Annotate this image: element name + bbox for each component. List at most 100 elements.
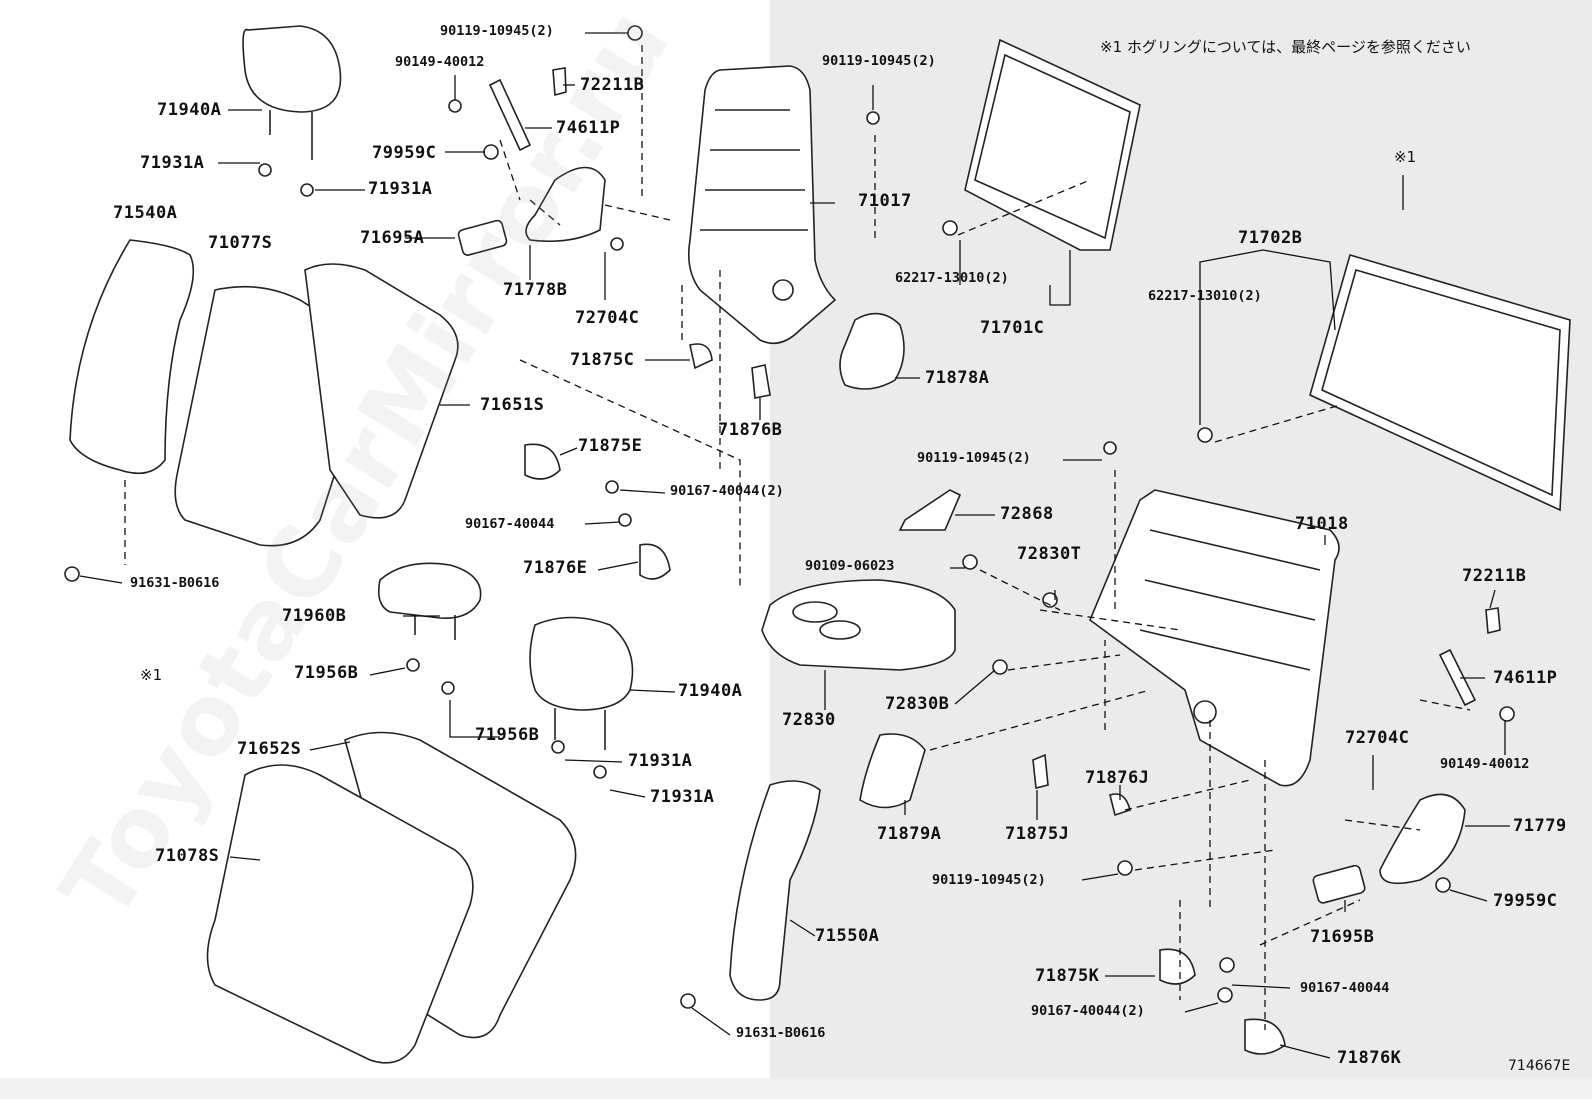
assembly-dashed-lines <box>124 45 1471 1030</box>
callout-label: 71876J <box>1085 768 1150 788</box>
headrest-top-left <box>242 25 342 113</box>
armrest-72830 <box>761 579 956 671</box>
callout-label: 71695B <box>1310 927 1375 947</box>
callout-label: 90167-40044 <box>1300 980 1390 996</box>
callout-label: 71931A <box>628 751 693 771</box>
callout-label: 71876B <box>718 420 783 440</box>
callout-label: 71875J <box>1005 824 1070 844</box>
callout-label: 71017 <box>858 191 912 211</box>
callout-label: 71550A <box>815 926 880 946</box>
callout-label: 71078S <box>155 846 220 866</box>
callout-label: 72830 <box>782 710 836 730</box>
recliner-pivot-lower <box>1193 700 1217 724</box>
callout-label: 74611P <box>1493 668 1558 688</box>
bracket-72868 <box>898 489 962 531</box>
callout-label: ※1 <box>140 666 163 684</box>
callout-label: 72868 <box>1000 504 1054 524</box>
seatback-cover-651 <box>304 263 459 519</box>
headrest-lower <box>529 616 634 711</box>
callout-label: 71876E <box>523 558 588 578</box>
callout-label: 71931A <box>650 787 715 807</box>
callout-label: 71077S <box>208 233 273 253</box>
callout-label: 90119-10945(2) <box>440 23 554 39</box>
callout-label: 72830B <box>885 694 950 714</box>
callout-label: 71876K <box>1337 1048 1402 1068</box>
callout-label: 62217-13010(2) <box>1148 288 1262 304</box>
seatback-cover-078 <box>206 764 474 1064</box>
figure-code: 714667E <box>1508 1058 1571 1074</box>
side-bolster-upper <box>69 239 195 475</box>
callout-label: 71940A <box>157 100 222 120</box>
seat-frame-lower <box>1089 489 1340 787</box>
clip-875c <box>689 343 713 370</box>
callout-label: 71931A <box>140 153 205 173</box>
callout-label: 71651S <box>480 395 545 415</box>
strap-74611p <box>488 78 532 152</box>
cover-71779 <box>1379 793 1466 885</box>
callout-label: ※1 <box>1394 148 1417 166</box>
callout-label: 72830T <box>1017 544 1082 564</box>
callout-label: 72704C <box>575 308 640 328</box>
clip-875e <box>524 443 561 480</box>
callout-label: 71956B <box>294 663 359 683</box>
callout-label: 71701C <box>980 318 1045 338</box>
callout-label: 90167-40044(2) <box>1031 1003 1145 1019</box>
callout-label: 90167-40044(2) <box>670 483 784 499</box>
clip-875j <box>1032 753 1049 789</box>
callout-label: 71960B <box>282 606 347 626</box>
callout-label: 90119-10945(2) <box>822 53 936 69</box>
hinge-cover-778b <box>525 166 606 243</box>
clip-876k <box>1244 1018 1286 1055</box>
callout-label: 79959C <box>372 143 437 163</box>
callout-label: 72211B <box>580 75 645 95</box>
clip-72211b-lower <box>1485 607 1501 635</box>
callout-label: 71779 <box>1513 816 1567 836</box>
clip-875k <box>1159 948 1196 985</box>
clip-876e <box>639 543 671 580</box>
cover-878a <box>839 312 905 390</box>
callout-label: 74611P <box>556 118 621 138</box>
callout-label: 90109-06023 <box>805 558 895 574</box>
bottom-strip <box>0 1078 1592 1099</box>
strap-74611p-lower <box>1438 648 1477 707</box>
leader-lines <box>79 32 1510 1059</box>
callout-label: 71878A <box>925 368 990 388</box>
hog-ring-note: ※1 ホグリングについては、最終ページを参照ください <box>1100 38 1471 56</box>
seat-frame-upper <box>687 65 837 345</box>
callout-label: 72704C <box>1345 728 1410 748</box>
screw-upper <box>627 25 643 41</box>
knob-695a <box>457 219 508 256</box>
callout-label: 71540A <box>113 203 178 223</box>
side-bolster-lower <box>729 780 821 1001</box>
recliner-pivot-upper <box>772 279 794 301</box>
clip-876b <box>751 364 771 399</box>
headrest-960b <box>377 562 482 619</box>
callout-label: 90119-10945(2) <box>917 450 1031 466</box>
callout-label: 90149-40012 <box>1440 756 1530 772</box>
cover-879a <box>859 733 926 809</box>
callout-label: 71875E <box>578 436 643 456</box>
callout-label: 79959C <box>1493 891 1558 911</box>
callout-label: 71875C <box>570 350 635 370</box>
callout-label: 71940A <box>678 681 743 701</box>
callout-label: 71778B <box>503 280 568 300</box>
callout-label: 91631-B0616 <box>130 575 220 591</box>
callout-label: 71879A <box>877 824 942 844</box>
callout-label: 91631-B0616 <box>736 1025 826 1041</box>
callout-label: 71702B <box>1238 228 1303 248</box>
callout-label: 72211B <box>1462 566 1527 586</box>
knob-695b <box>1312 864 1366 904</box>
callout-label: 90149-40012 <box>395 54 485 70</box>
callout-label: 71695A <box>360 228 425 248</box>
callout-label: 71931A <box>368 179 433 199</box>
callout-label: 62217-13010(2) <box>895 270 1009 286</box>
callout-label: 71875K <box>1035 966 1100 986</box>
cup-holder <box>792 601 838 623</box>
clip-72211b-upper <box>552 67 567 97</box>
callout-label: 71956B <box>475 725 540 745</box>
callout-label: 90167-40044 <box>465 516 555 532</box>
callout-label: 90119-10945(2) <box>932 872 1046 888</box>
callout-label: 71652S <box>237 739 302 759</box>
